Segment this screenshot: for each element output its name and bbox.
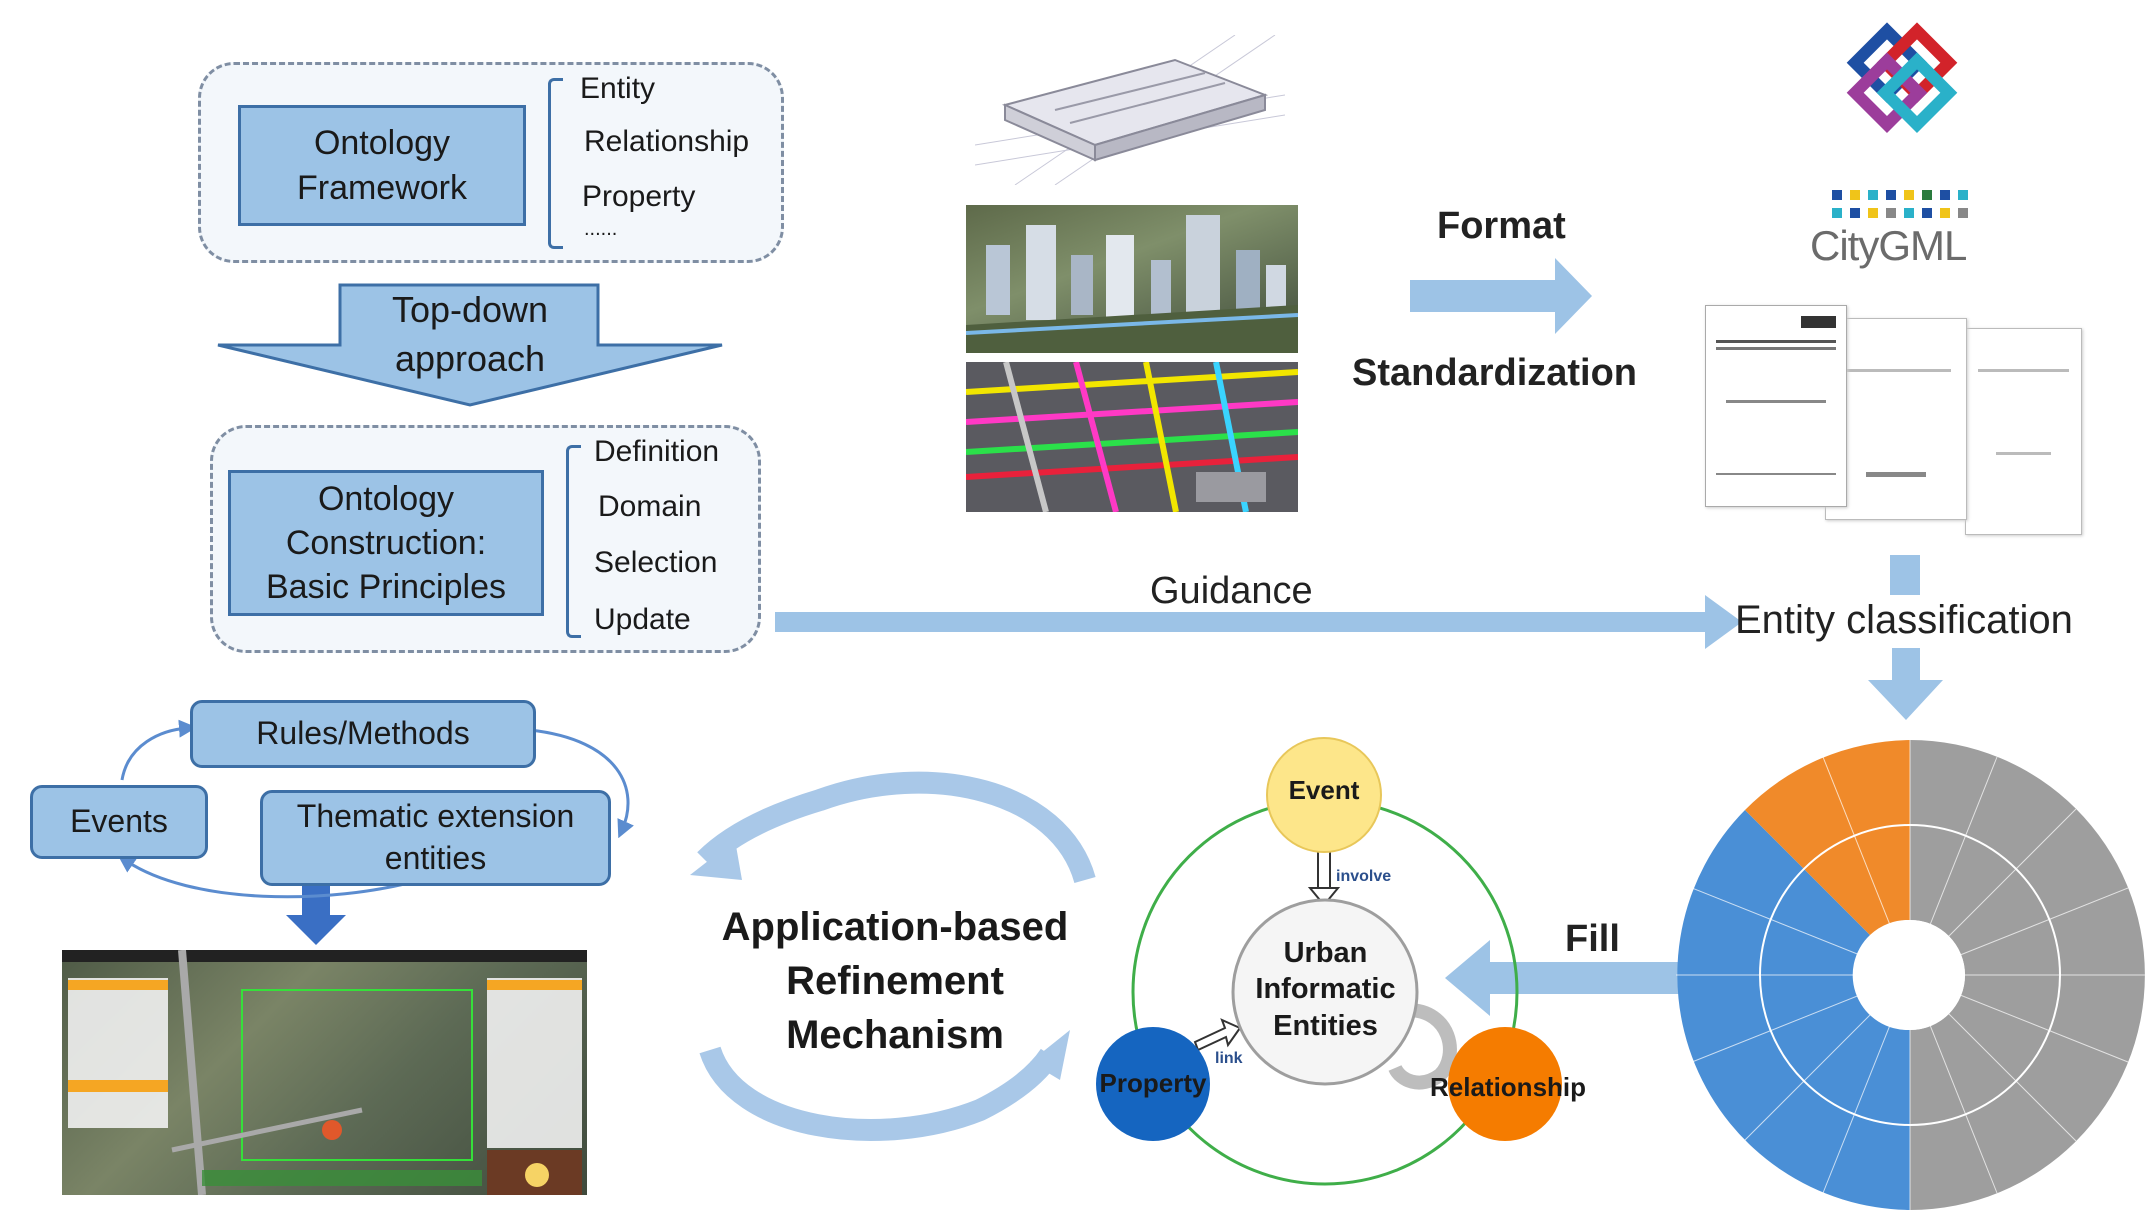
events-box: Events <box>30 785 208 859</box>
standard-document-1 <box>1965 328 2082 535</box>
cycle-arrow-bottom <box>117 854 421 899</box>
city-model-image <box>966 205 1298 353</box>
cycle-arrow-top-right <box>529 728 634 839</box>
fill-arrow <box>1445 940 1685 1016</box>
guidance-label: Guidance <box>1150 570 1313 612</box>
urban-center-circle <box>1231 898 1419 1086</box>
event-label: Event <box>1288 775 1360 805</box>
ontology-framework-title: Ontology Framework <box>296 124 468 207</box>
property-circle <box>1096 1027 1210 1141</box>
events-label: Events <box>70 803 168 840</box>
involve-arrow-head <box>1307 887 1341 907</box>
relationship-circle <box>1448 1027 1562 1141</box>
format-label: Format <box>1437 205 1566 247</box>
building-model-image <box>975 35 1285 185</box>
framework-item-entity: Entity <box>580 72 656 105</box>
relationship-loop <box>1388 1003 1457 1090</box>
construction-title: Ontology Construction: Basic Principles <box>266 479 506 607</box>
framework-item-ellipsis: ...... <box>584 218 618 240</box>
refinement-arrow-bottom <box>699 1046 1060 1141</box>
down-arrow-classification <box>1868 648 1943 720</box>
format-arrow <box>1410 258 1592 334</box>
refinement-arrow-top <box>697 771 1096 884</box>
sunburst-chart <box>1676 740 2145 1210</box>
rules-methods-box: Rules/Methods <box>190 700 536 768</box>
construction-item-update: Update <box>594 603 691 636</box>
top-down-arrow <box>217 283 723 407</box>
framework-brace <box>548 78 563 249</box>
thematic-box: Thematic extension entities <box>260 790 611 886</box>
thematic-label: Thematic extension entities <box>296 798 575 876</box>
entity-classification-label: Entity classification <box>1735 598 2073 642</box>
cycle-arrow-top-left <box>120 719 197 781</box>
standardization-label: Standardization <box>1352 352 1638 394</box>
guidance-arrow <box>775 595 1742 649</box>
standard-document-3 <box>1705 305 1847 507</box>
citygml-logo-text: CityGML <box>1810 222 1967 269</box>
construction-item-selection: Selection <box>594 546 718 579</box>
relationship-label: Relationship <box>1430 1072 1587 1102</box>
refinement-label: Application-based Refinement Mechanism <box>721 905 1069 1057</box>
fill-label: Fill <box>1565 918 1620 960</box>
application-map-image <box>62 950 587 1195</box>
framework-item-property: Property <box>582 180 696 213</box>
link-label: link <box>1215 1050 1243 1067</box>
refinement-arrowhead-top <box>690 840 742 880</box>
involve-arrow-shaft <box>1317 847 1331 889</box>
citygml-knot-logo <box>1846 22 1958 134</box>
rules-methods-label: Rules/Methods <box>256 715 470 752</box>
construction-item-definition: Definition <box>594 435 720 468</box>
ontology-framework-box: Ontology Framework <box>238 105 526 226</box>
construction-item-domain: Domain <box>598 490 702 523</box>
involve-label: involve <box>1336 868 1392 885</box>
standard-document-2 <box>1825 318 1967 520</box>
urban-center-label: Urban Informatic Entities <box>1255 937 1396 1042</box>
refinement-arrowhead-bottom <box>1030 1030 1070 1080</box>
event-circle <box>1266 737 1382 853</box>
property-label: Property <box>1099 1068 1207 1098</box>
construction-brace <box>566 445 581 638</box>
underground-model-image <box>966 362 1298 512</box>
citygml-dots <box>1832 190 1968 218</box>
down-arrow-docs <box>1890 555 1920 595</box>
framework-item-relationship: Relationship <box>584 125 750 158</box>
top-down-label: Top-down approach <box>391 289 549 379</box>
down-arrow-map <box>286 880 346 945</box>
construction-box: Ontology Construction: Basic Principles <box>228 470 544 616</box>
link-arrow <box>1193 1018 1242 1052</box>
